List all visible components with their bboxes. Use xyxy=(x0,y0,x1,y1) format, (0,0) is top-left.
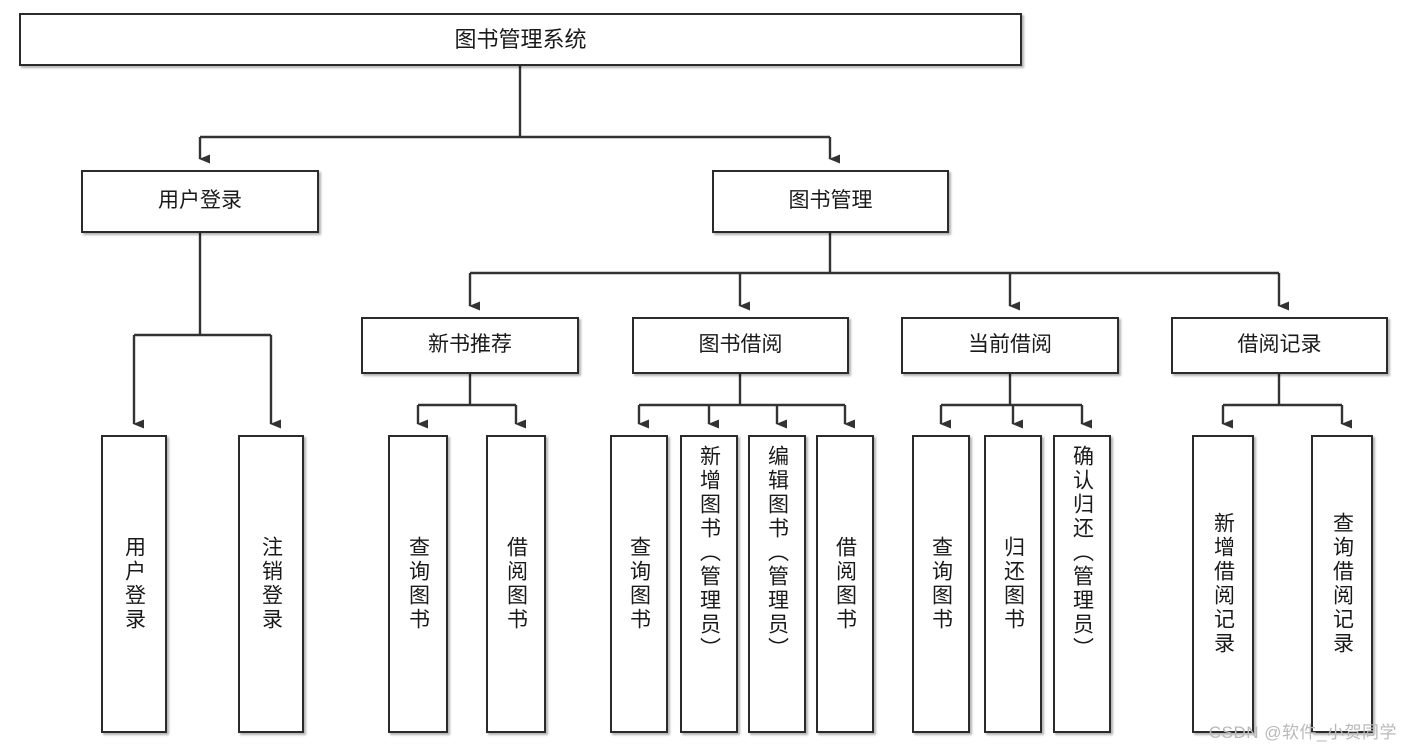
node-leaf-borrow-book-2[interactable]: 借阅图书 xyxy=(816,435,874,733)
node-leaf-query-book-3[interactable]: 查询图书 xyxy=(912,435,970,733)
node-leaf-query-record[interactable]: 查询借阅记录 xyxy=(1311,435,1373,733)
node-leaf-user-logout[interactable]: 注销登录 xyxy=(238,435,304,733)
node-label-leaf-borrow-book-1: 借阅图书 xyxy=(504,536,528,632)
node-label-leaf-user-logout: 注销登录 xyxy=(259,536,283,632)
node-label-leaf-query-book-1: 查询图书 xyxy=(406,536,430,632)
node-borrow-record[interactable]: 借阅记录 xyxy=(1171,317,1388,374)
node-label-new-book-rec: 新书推荐 xyxy=(428,333,512,357)
node-leaf-query-book-1[interactable]: 查询图书 xyxy=(388,435,448,733)
watermark-text: CSDN @软件_小贺同学 xyxy=(1208,723,1397,742)
node-label-book-manage: 图书管理 xyxy=(788,189,873,213)
node-root[interactable]: 图书管理系统 xyxy=(19,13,1022,66)
node-leaf-edit-book[interactable]: 编辑图书（管理员） xyxy=(748,435,806,733)
node-leaf-borrow-book-1[interactable]: 借阅图书 xyxy=(486,435,546,733)
node-label-leaf-user-login: 用户登录 xyxy=(122,536,146,632)
node-label-leaf-borrow-book-2: 借阅图书 xyxy=(833,536,857,632)
node-label-leaf-query-book-2: 查询图书 xyxy=(627,536,651,632)
node-leaf-return-book[interactable]: 归还图书 xyxy=(984,435,1042,733)
node-current-borrow[interactable]: 当前借阅 xyxy=(901,317,1119,374)
node-leaf-confirm-ret[interactable]: 确认归还（管理员） xyxy=(1053,435,1111,733)
node-label-leaf-query-book-3: 查询图书 xyxy=(929,536,953,632)
node-leaf-user-login[interactable]: 用户登录 xyxy=(101,435,167,733)
node-label-user-login: 用户登录 xyxy=(158,189,242,213)
node-label-book-borrow: 图书借阅 xyxy=(698,333,783,357)
node-label-leaf-query-record: 查询借阅记录 xyxy=(1330,512,1354,656)
node-label-leaf-add-record: 新增借阅记录 xyxy=(1211,512,1235,656)
node-label-leaf-return-book: 归还图书 xyxy=(1001,536,1025,632)
node-label-current-borrow: 当前借阅 xyxy=(968,333,1052,357)
node-leaf-add-book[interactable]: 新增图书（管理员） xyxy=(680,435,738,733)
node-book-borrow[interactable]: 图书借阅 xyxy=(632,317,849,374)
node-leaf-add-record[interactable]: 新增借阅记录 xyxy=(1192,435,1254,733)
node-book-manage[interactable]: 图书管理 xyxy=(712,170,949,233)
node-label-root: 图书管理系统 xyxy=(454,26,587,52)
node-label-borrow-record: 借阅记录 xyxy=(1237,333,1322,357)
node-user-login[interactable]: 用户登录 xyxy=(81,170,319,233)
node-leaf-query-book-2[interactable]: 查询图书 xyxy=(610,435,668,733)
node-label-leaf-edit-book: 编辑图书（管理员） xyxy=(765,445,789,661)
node-label-leaf-add-book: 新增图书（管理员） xyxy=(697,445,721,661)
node-label-leaf-confirm-ret: 确认归还（管理员） xyxy=(1070,445,1094,661)
node-new-book-rec[interactable]: 新书推荐 xyxy=(361,317,579,374)
